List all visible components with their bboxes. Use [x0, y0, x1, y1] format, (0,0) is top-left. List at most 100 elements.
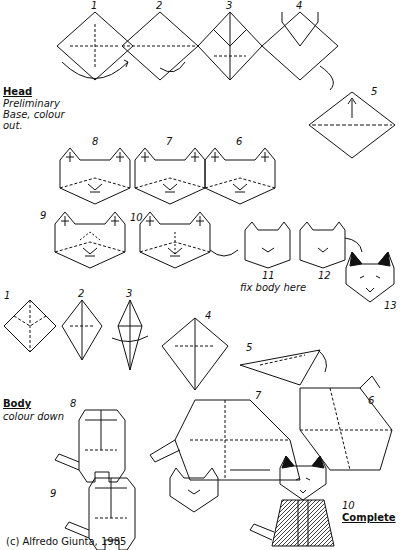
fold-line	[240, 350, 320, 385]
head-step-2	[122, 12, 198, 80]
step-number: 2	[78, 288, 84, 299]
fold-line	[260, 355, 305, 365]
head-step-3	[198, 12, 262, 80]
fold-line	[280, 456, 326, 500]
step-number: 2	[156, 0, 162, 11]
step-number: 6	[236, 136, 242, 147]
fold-line	[318, 248, 328, 252]
head-step-5	[309, 92, 395, 158]
fold-line	[262, 248, 274, 252]
fold-line	[55, 410, 125, 482]
step-number: 4	[205, 310, 211, 321]
head-step-12	[300, 222, 345, 268]
body-step-2	[62, 300, 102, 360]
fold-line	[272, 500, 334, 546]
body-step-5	[240, 350, 326, 385]
fold-line	[62, 62, 128, 79]
fold-line	[309, 92, 395, 158]
fold-line	[350, 252, 390, 266]
step-number: 1	[4, 290, 10, 301]
step-number: 1	[91, 0, 97, 11]
fold-line	[348, 98, 356, 104]
step-number: 10	[342, 500, 355, 511]
fold-line	[124, 60, 128, 67]
complete-cat	[250, 456, 334, 546]
step-number: 13	[384, 300, 397, 311]
fold-line	[4, 300, 56, 352]
fold-line	[198, 12, 262, 80]
fold-line	[170, 468, 218, 512]
fold-line	[175, 400, 300, 480]
fold-line	[300, 388, 392, 470]
head-piece	[170, 468, 218, 512]
fold-line	[345, 238, 362, 252]
fold-line	[298, 500, 308, 546]
fold-line	[135, 148, 205, 204]
fold-line	[346, 252, 394, 302]
fold-line	[214, 56, 246, 57]
step-number: 7	[255, 390, 261, 401]
fold-line	[360, 276, 380, 292]
fold-line	[262, 12, 338, 80]
note: fix body here	[240, 282, 306, 293]
fold-line	[160, 62, 185, 72]
fold-line	[205, 148, 275, 204]
fold-line	[55, 212, 125, 268]
step-number: 8	[70, 398, 76, 409]
fold-line	[190, 400, 290, 480]
step-number: 10	[130, 212, 143, 223]
fold-line	[122, 46, 198, 47]
fold-line	[282, 456, 324, 468]
fold-line	[300, 222, 345, 268]
fold-line	[14, 300, 46, 352]
fold-line	[360, 376, 380, 388]
head-complete	[346, 252, 394, 302]
section-note: Preliminary Base, colour out.	[3, 98, 73, 131]
fold-line	[62, 300, 102, 360]
fold-line	[122, 12, 198, 80]
section-heading: Head	[3, 86, 32, 97]
step-number: 9	[50, 488, 56, 499]
fold-line	[282, 12, 318, 46]
fold-line	[80, 232, 175, 255]
head-step-4	[262, 12, 338, 90]
step-number: 5	[371, 86, 377, 97]
step-number: 6	[368, 395, 374, 406]
fold-line	[70, 24, 120, 68]
copyright: (c) Alfredo Giunta, 1985	[6, 536, 126, 547]
fold-line	[118, 300, 142, 370]
fold-line	[150, 440, 180, 462]
fold-line	[312, 125, 392, 126]
fold-line	[300, 388, 392, 470]
fold-line	[320, 66, 333, 90]
body-step-1	[4, 300, 56, 352]
fold-line	[82, 300, 83, 360]
body-step-4	[162, 318, 228, 390]
section-note: colour down	[3, 411, 64, 422]
body-step-3	[112, 300, 148, 370]
fold-line	[245, 222, 290, 268]
step-number: 3	[126, 288, 132, 299]
step-number: 9	[40, 210, 46, 221]
step-number: 5	[246, 342, 252, 353]
completion-label: Complete	[342, 512, 396, 523]
fold-line	[352, 100, 353, 118]
fold-line	[210, 250, 238, 256]
step-number: 8	[92, 136, 98, 147]
step-number: 4	[296, 0, 302, 11]
fold-line	[118, 300, 142, 370]
fold-line	[188, 490, 200, 494]
step-number: 11	[262, 270, 275, 281]
head-step-11	[245, 222, 290, 268]
body-step-6	[300, 376, 392, 470]
fold-line	[296, 478, 310, 493]
fold-line	[175, 346, 215, 347]
body-step-7	[150, 400, 300, 480]
fold-line	[162, 318, 228, 390]
fold-line	[230, 470, 270, 471]
step-number: 12	[318, 270, 331, 281]
section-heading: Body	[3, 398, 31, 409]
fold-line	[214, 12, 246, 80]
fold-line	[250, 524, 274, 540]
